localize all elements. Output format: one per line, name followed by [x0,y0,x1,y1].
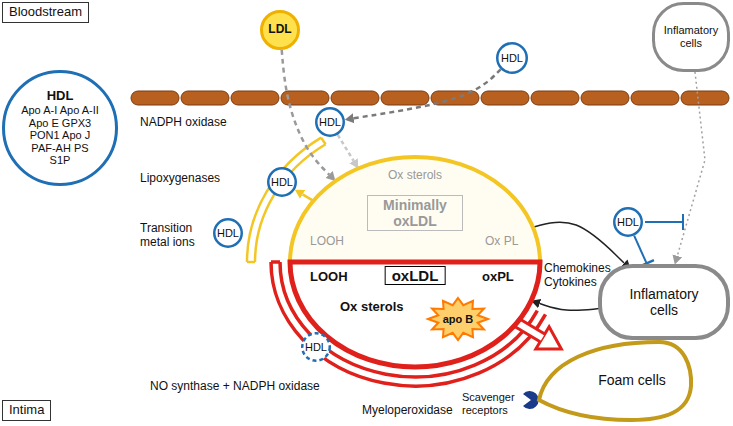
inhibition-connector [634,236,646,264]
region-label-box: Bloodstream [2,2,89,23]
node-text: LOOH [310,235,344,249]
hdl-particle-shape [214,219,242,247]
annotation-label: Lipoxygenases [140,172,220,186]
hdl-particle-shape [497,43,527,73]
node-text: HDL [217,227,239,240]
node-text: oxLDL [385,266,446,285]
hdl-particle-dashed-shape [302,333,330,361]
uptake-arrow [517,323,542,338]
node-text: Inflamatory cells [614,286,714,318]
chemokine-arrow [533,222,624,263]
node-text: oxPL [482,270,514,285]
cytokine-arrow [540,304,599,311]
node-text: Bloodstream [9,5,82,20]
minimally-oxldl-half: Ox sterolsLOOH Minimally oxLDL Ox PL [290,157,540,262]
foam-cell-shape [539,342,691,420]
node-text: Intima [9,403,44,418]
node-text: Ox sterols [388,169,442,183]
node-text: Apo A-I Apo A-II Apo E GPX3 PON1 Apo J P… [20,104,100,167]
node-text: Ox sterols [340,300,404,315]
scavenger-receptor-symbol [523,391,539,409]
foam-cell: Foam cells [535,338,695,424]
inflammatory-cell: Inflamatory cells [598,264,730,340]
node-text: Inflamatory cells [656,24,726,49]
hdl-action-arrow [338,135,354,161]
minimally-oxldl-half-shape [290,157,540,262]
inflammatory-cell: Inflamatory cells [652,2,730,72]
node-text: apo B [443,313,474,326]
node-text: Ox PL [485,235,518,249]
ldl-particle: LDL [260,10,300,50]
region-label-box: Intima [2,400,51,421]
node-text: LDL [268,23,291,37]
node-text: HDL [617,216,639,229]
node-text: HDL [271,176,293,189]
node-text: HDL [501,52,523,65]
node-text: Foam cells [598,372,666,388]
node-text: Minimally oxLDL [367,195,463,231]
oxidation-arc-red [271,262,546,386]
uptake-arrow-inner [517,323,542,338]
hdl-particle-dashed: HDL [301,332,331,362]
annotation-label: NADPH oxidase [140,116,227,130]
hdl-particle: HDL [267,167,297,197]
hdl-particle-shape [614,208,642,236]
node-text: HDL [319,116,341,129]
annotation-label: NO synthase + NADPH oxidase [150,380,320,394]
endothelium [130,90,730,106]
node-text: LOOH [310,270,348,285]
node-text: HDL [305,341,327,354]
annotation-label: Myeloperoxidase [362,404,453,418]
hdl-particle: HDL [496,42,528,74]
ldl-particle-shape [262,12,299,49]
hdl-particle-shape [316,108,344,136]
annotation-label: Chemokines Cytokines [544,262,614,290]
recruitment-arrow [677,72,705,256]
hdl-particle-shape [268,168,296,196]
hdl-particle: HDL [613,207,643,237]
hdl-entry-arrow [354,69,501,118]
inflammatory-cell-shape [600,266,728,338]
apob-burst: apo B [426,296,490,342]
annotation-label: Transition metal ions [140,222,206,250]
inhibition-bar [645,214,683,230]
hdl-particle: HDL [213,218,243,248]
inflammatory-cell-shape [654,4,729,71]
oxldl-half-shape [290,262,540,367]
annotation-label: Scavenger receptors [462,391,524,416]
oxldl-half: LOOH oxLDL oxPL Ox sterols apo B HDL [290,262,540,367]
hdl-particle: HDL [315,107,345,137]
apob-burst-shape [428,298,488,340]
hdl-composition-circle: HDLApo A-I Apo A-II Apo E GPX3 PON1 Apo … [2,70,118,186]
node-text: HDL [47,89,74,104]
hdl-composition-circle-shape [4,72,117,185]
